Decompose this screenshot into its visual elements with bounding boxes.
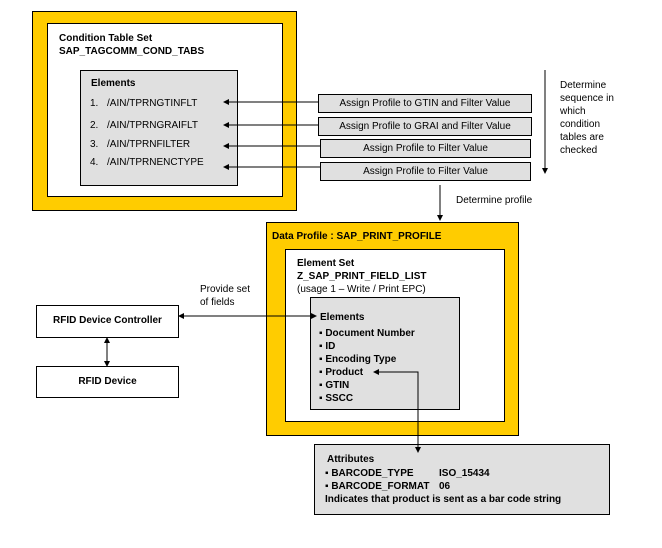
condition-element-num: 3. [90, 139, 99, 150]
profile-element-item: ▪ GTIN [319, 380, 350, 391]
rfid-device-controller-label: RFID Device Controller [53, 315, 162, 326]
note-line: tables are [560, 132, 604, 143]
note-line: of fields [200, 297, 235, 308]
note-line: which [560, 106, 586, 117]
condition-table-set-title: Condition Table Set [59, 33, 153, 44]
condition-element-name: /AIN/TPRNGRAIFLT [107, 120, 198, 131]
condition-element-num: 1. [90, 98, 99, 109]
condition-element-num: 4. [90, 157, 99, 168]
provide-set-note: Provide set of fields [200, 283, 270, 309]
condition-elements-title: Elements [91, 78, 136, 89]
attributes-box [314, 444, 610, 515]
profile-element-item: ▪ ID [319, 341, 336, 352]
note-line: sequence in [560, 93, 614, 104]
condition-table-set-name: SAP_TAGCOMM_COND_TABS [59, 46, 205, 57]
profile-element-item: ▪ Product [319, 367, 364, 378]
assign-profile-filter-box: Assign Profile to Filter Value [320, 139, 531, 158]
element-set-usage: (usage 1 – Write / Print EPC) [297, 284, 426, 295]
profile-element-item: ▪ Document Number [319, 328, 415, 339]
profile-element-item: ▪ Encoding Type [319, 354, 397, 365]
profile-elements-title: Elements [320, 312, 365, 323]
attribute-item: ▪ BARCODE_FORMAT [325, 481, 430, 492]
condition-element-num: 2. [90, 120, 99, 131]
note-line: Determine [560, 80, 607, 91]
determine-sequence-note: Determine sequence in which condition ta… [560, 79, 640, 157]
condition-elements-box [80, 70, 238, 186]
profile-elements-list: ▪ Document Number ▪ ID ▪ Encoding Type ▪… [319, 327, 454, 405]
attribute-value: ISO_15434 [439, 468, 490, 479]
assign-profile-gtin-box: Assign Profile to GTIN and Filter Value [318, 94, 532, 113]
profile-element-item: ▪ SSCC [319, 393, 354, 404]
element-set-title: Element Set [297, 258, 355, 269]
determine-profile-label: Determine profile [456, 195, 533, 206]
data-profile-title: Data Profile : SAP_PRINT_PROFILE [272, 231, 442, 242]
attribute-value: 06 [439, 481, 451, 492]
condition-element-name: /AIN/TPRNGTINFLT [107, 98, 198, 109]
condition-element-name: /AIN/TPRNENCTYPE [107, 157, 204, 168]
attribute-item: ▪ BARCODE_TYPE [325, 468, 414, 479]
attributes-note: Indicates that product is sent as a bar … [325, 494, 562, 505]
note-line: checked [560, 145, 598, 156]
element-set-name: Z_SAP_PRINT_FIELD_LIST [297, 271, 427, 282]
attributes-title: Attributes [327, 454, 375, 465]
rfid-device-label: RFID Device [78, 376, 137, 387]
product-attributes-arrow [373, 369, 421, 453]
note-line: condition [560, 119, 601, 130]
condition-element-name: /AIN/TPRNFILTER [107, 139, 191, 150]
assign-profile-filter-box: Assign Profile to Filter Value [320, 162, 531, 181]
note-line: Provide set [200, 284, 251, 295]
assign-profile-grai-box: Assign Profile to GRAI and Filter Value [318, 117, 532, 136]
